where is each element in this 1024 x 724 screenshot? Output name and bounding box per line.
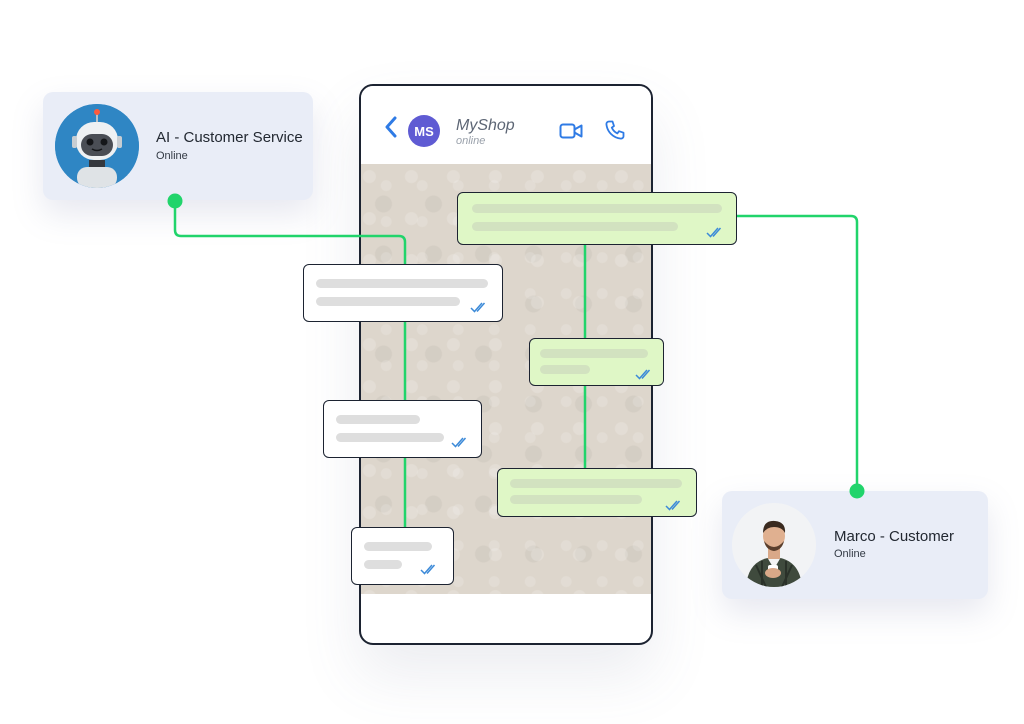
message-text-placeholder xyxy=(510,495,642,504)
message-bubble-incoming[interactable] xyxy=(303,264,503,322)
double-check-icon xyxy=(665,500,681,511)
customer-contact-name: Marco - Customer xyxy=(834,528,955,545)
robot-avatar xyxy=(55,104,139,188)
customer-connector xyxy=(737,214,859,491)
message-bubble-incoming[interactable] xyxy=(351,527,454,585)
message-text-placeholder xyxy=(316,279,488,288)
message-text-placeholder xyxy=(316,297,460,306)
ai-contact-card[interactable]: AI - Customer Service Online xyxy=(43,92,313,200)
double-check-icon xyxy=(706,227,722,238)
chat-title: MyShop xyxy=(456,117,515,134)
message-text-placeholder xyxy=(364,560,402,569)
robot-icon xyxy=(55,104,139,188)
message-text-placeholder xyxy=(472,222,678,231)
video-camera-icon[interactable] xyxy=(559,122,583,140)
person-photo xyxy=(732,503,816,587)
message-text-placeholder xyxy=(336,415,420,424)
double-check-icon xyxy=(420,564,436,575)
phone-icon[interactable] xyxy=(604,119,626,141)
double-check-icon xyxy=(470,302,486,313)
message-text-placeholder xyxy=(364,542,432,551)
message-text-placeholder xyxy=(510,479,682,488)
customer-contact-status: Online xyxy=(834,548,866,560)
message-bubble-outgoing[interactable] xyxy=(529,338,664,386)
ai-contact-status: Online xyxy=(156,150,188,162)
double-check-icon xyxy=(451,437,467,448)
chat-avatar[interactable]: MS xyxy=(408,115,440,147)
person-avatar xyxy=(732,503,816,587)
message-text-placeholder xyxy=(540,365,590,374)
message-bubble-outgoing[interactable] xyxy=(497,468,697,517)
message-bubble-outgoing[interactable] xyxy=(457,192,737,245)
ai-contact-name: AI - Customer Service xyxy=(156,129,303,146)
chat-header: MS MyShop online xyxy=(361,86,651,164)
customer-contact-card[interactable]: Marco - Customer Online xyxy=(722,491,988,599)
message-text-placeholder xyxy=(472,204,722,213)
chevron-left-icon[interactable] xyxy=(383,116,399,138)
double-check-icon xyxy=(635,369,651,380)
message-text-placeholder xyxy=(336,433,444,442)
message-text-placeholder xyxy=(540,349,648,358)
chat-status: online xyxy=(456,135,486,147)
message-bubble-incoming[interactable] xyxy=(323,400,482,458)
